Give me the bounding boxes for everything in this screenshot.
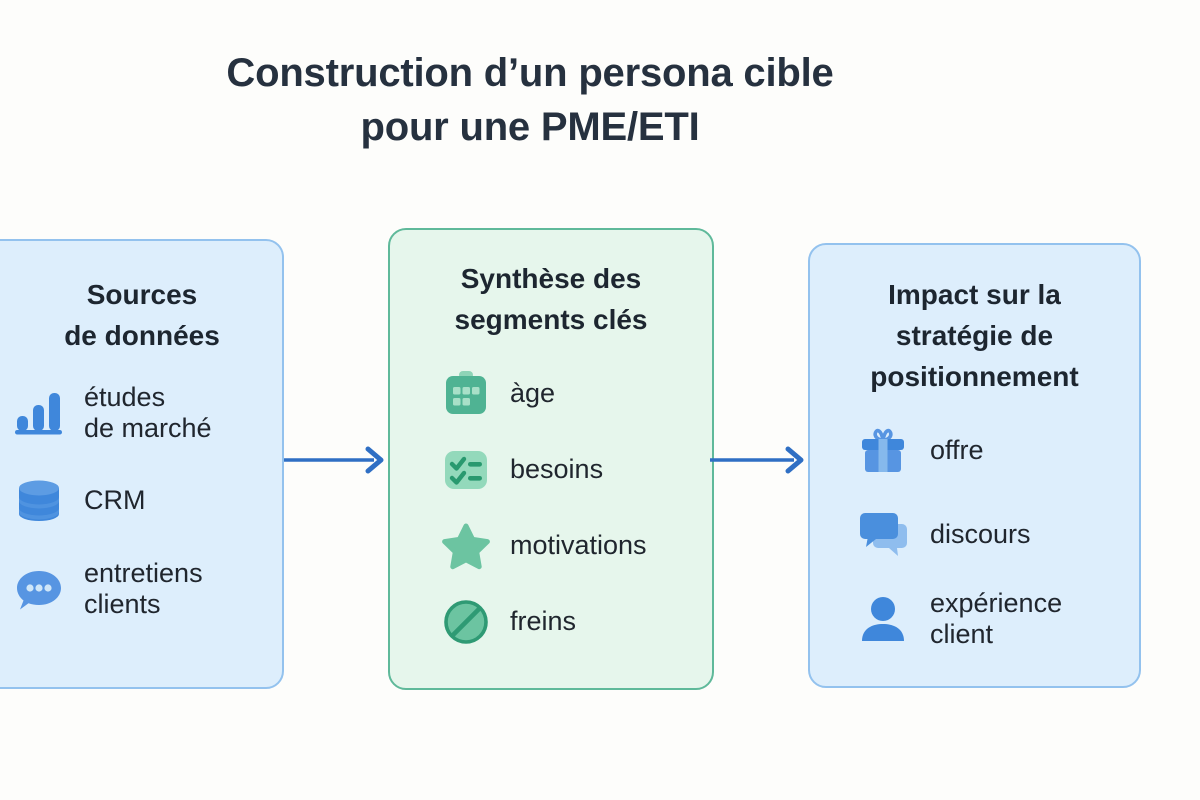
card-impact-positionnement: Impact sur la stratégie de positionnemen… <box>808 243 1141 688</box>
card-synthese-items: àge besoins motivations <box>390 356 712 660</box>
list-item-label: freins <box>510 606 577 637</box>
chat-bubble-icon <box>17 571 61 610</box>
list-item: offre <box>856 409 1139 493</box>
database-icon <box>19 480 59 521</box>
list-item-label: àge <box>510 378 556 409</box>
list-item-label: discours <box>930 519 1031 550</box>
list-item: entretiens clients <box>12 545 282 633</box>
person-icon <box>862 597 904 641</box>
list-item: àge <box>442 356 712 432</box>
list-item: freins <box>442 584 712 660</box>
list-item-label: offre <box>930 435 984 466</box>
page-title: Construction d’un persona cible pour une… <box>226 51 834 150</box>
list-item-label: entretiens clients <box>84 557 203 619</box>
checklist-icon <box>445 451 487 489</box>
card-impact-items: offre discours expérience client <box>810 409 1139 661</box>
list-item-label: CRM <box>84 485 146 516</box>
gift-icon <box>862 428 904 472</box>
card-sources-items: études de marché CRM entretien <box>0 369 282 633</box>
card-title-sources: Sources de données <box>64 279 220 351</box>
arrow-synthese-to-impact <box>710 446 804 474</box>
bar-chart-icon <box>15 393 62 435</box>
prohibition-icon <box>444 600 488 644</box>
list-item-label: expérience client <box>930 587 1063 649</box>
list-item-label: besoins <box>510 454 604 485</box>
list-item: CRM <box>12 457 282 545</box>
speech-bubbles-icon <box>860 513 907 556</box>
list-item: besoins <box>442 432 712 508</box>
arrow-sources-to-synthese <box>284 446 384 474</box>
star-icon <box>442 523 490 570</box>
card-title-impact: Impact sur la stratégie de positionnemen… <box>870 279 1079 392</box>
calendar-icon <box>446 371 486 414</box>
list-item: motivations <box>442 508 712 584</box>
card-sources-de-donnees: Sources de données études de marché <box>0 239 284 689</box>
list-item: discours <box>856 493 1139 577</box>
card-synthese-des-segments-cles: Synthèse des segments clés àge <box>388 228 714 690</box>
list-item-label: études de marché <box>84 381 212 443</box>
card-title-synthese: Synthèse des segments clés <box>454 263 648 335</box>
list-item: expérience client <box>856 577 1139 661</box>
list-item: études de marché <box>12 369 282 457</box>
list-item-label: motivations <box>510 530 647 561</box>
